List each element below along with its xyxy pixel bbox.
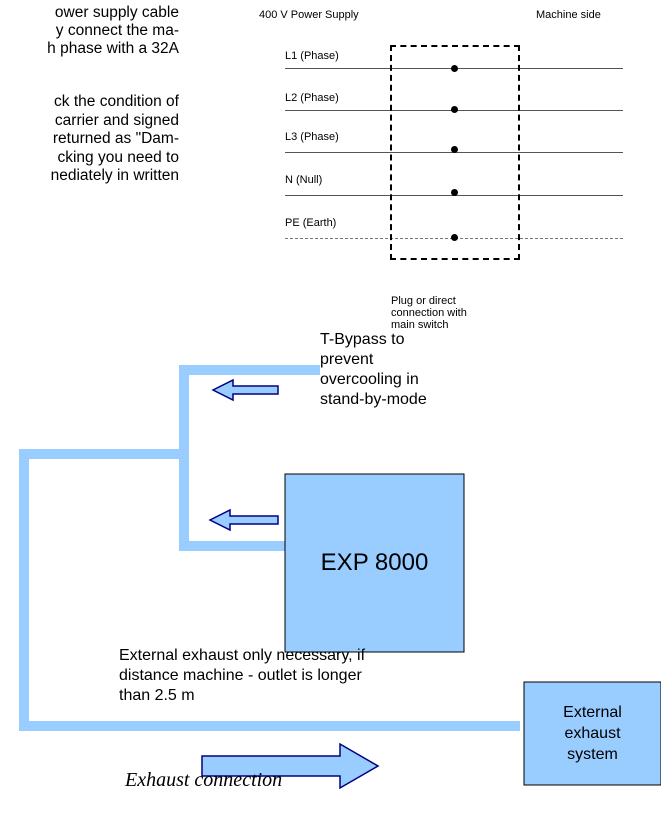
exhaust-duct bbox=[19, 449, 520, 731]
external-note: External exhaust only necessary, if dist… bbox=[119, 646, 365, 706]
text-line: h phase with a 32A bbox=[47, 40, 179, 57]
text-line: cking you need to bbox=[57, 149, 179, 166]
wire-label-pe: PE (Earth) bbox=[285, 217, 337, 229]
text-line: y connect the ma- bbox=[55, 22, 179, 39]
terminal-dot bbox=[451, 65, 458, 72]
exhaust-graphics bbox=[19, 365, 661, 790]
terminal-dot bbox=[451, 146, 458, 153]
terminal-dot bbox=[451, 234, 458, 241]
exhaust-diagram: T-Bypass to prevent overcooling in stand… bbox=[0, 330, 661, 823]
external-exhaust-label-line: External bbox=[563, 704, 622, 721]
external-note-line: External exhaust only necessary, if bbox=[119, 647, 366, 664]
flow-arrow-left-icon bbox=[208, 508, 279, 532]
bypass-note-line: T-Bypass to bbox=[320, 331, 405, 348]
external-exhaust-label: External exhaust system bbox=[524, 682, 661, 785]
machine-label: EXP 8000 bbox=[320, 549, 429, 576]
power-supply-diagram: 400 V Power Supply Machine side L1 (Phas… bbox=[245, 0, 661, 331]
wire-label-n: N (Null) bbox=[285, 174, 323, 186]
machine-side-heading: Machine side bbox=[536, 9, 601, 21]
text-line: ower supply cable bbox=[54, 4, 179, 21]
plug-switch-box bbox=[390, 45, 520, 260]
terminal-dot bbox=[451, 106, 458, 113]
plug-note: Plug or direct connection with main swit… bbox=[391, 295, 467, 331]
bypass-note-line: overcooling in bbox=[320, 371, 419, 388]
external-exhaust-label-line: exhaust bbox=[564, 725, 621, 742]
text-line: nediately in written bbox=[50, 167, 179, 184]
flow-arrow-right-icon bbox=[201, 742, 380, 790]
figure-caption: Exhaust connection bbox=[125, 769, 283, 791]
text-line: ck the condition of bbox=[54, 93, 179, 110]
machine-box bbox=[284, 473, 465, 653]
external-exhaust-box bbox=[523, 681, 661, 786]
bypass-note: T-Bypass to prevent overcooling in stand… bbox=[320, 330, 427, 410]
text-line: carrier and signed bbox=[54, 112, 179, 129]
bypass-duct bbox=[179, 365, 320, 551]
external-note-line: distance machine - outlet is longer bbox=[119, 667, 362, 684]
wire-label-l1: L1 (Phase) bbox=[285, 50, 339, 62]
text-line: returned as "Dam- bbox=[52, 130, 179, 147]
external-exhaust-label-line: system bbox=[567, 746, 618, 763]
bypass-note-line: prevent bbox=[320, 351, 374, 368]
wire-label-l3: L3 (Phase) bbox=[285, 131, 339, 143]
external-note-line: than 2.5 m bbox=[119, 687, 195, 704]
terminal-dot bbox=[451, 189, 458, 196]
bypass-note-line: stand-by-mode bbox=[320, 391, 427, 408]
power-supply-heading: 400 V Power Supply bbox=[259, 9, 359, 21]
flow-arrow-left-icon bbox=[211, 378, 279, 402]
wire-label-l2: L2 (Phase) bbox=[285, 92, 339, 104]
